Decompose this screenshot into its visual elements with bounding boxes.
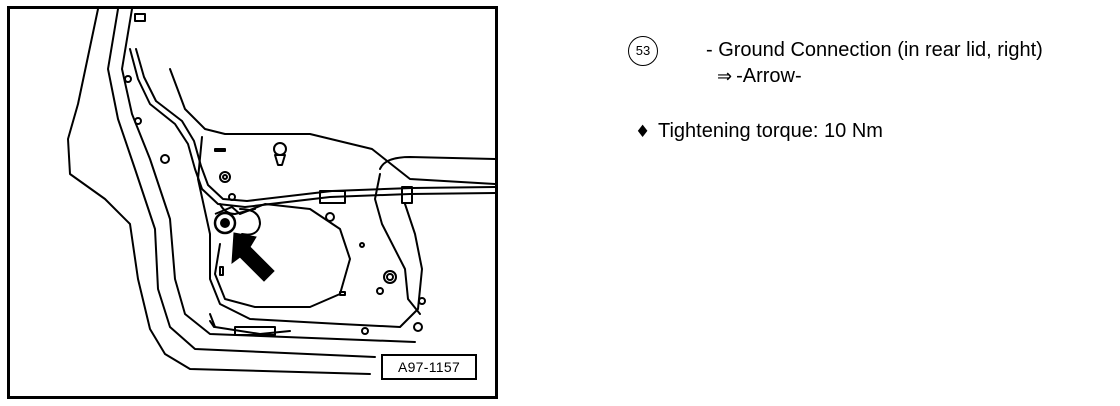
pointer-arrow — [231, 232, 275, 282]
diamond-bullet-icon: ♦ — [635, 122, 651, 142]
double-arrow-right-icon: ⇒ — [717, 66, 733, 87]
figure-reference-label: A97-1157 — [381, 354, 477, 380]
wiring-harness — [129, 48, 495, 208]
rear-lid-drawing — [67, 9, 495, 375]
torque-note: ♦ Tightening torque: 10 Nm — [628, 119, 1108, 145]
diagram-figure: A97-1157 — [7, 6, 498, 399]
lid-outer-edge — [67, 9, 371, 375]
legend: 53 - Ground Connection (in rear lid, rig… — [628, 36, 1108, 145]
inner-panel — [169, 68, 495, 185]
item-reference: ⇒-Arrow- — [717, 64, 802, 89]
legend-item: 53 - Ground Connection (in rear lid, rig… — [628, 36, 1108, 90]
ground-bolt — [213, 205, 241, 235]
lid-inner-edge — [107, 9, 376, 358]
item-reference-text: -Arrow- — [736, 65, 802, 87]
item-number-badge: 53 — [628, 36, 658, 66]
torque-note-text: Tightening torque: 10 Nm — [658, 120, 883, 142]
item-description: - Ground Connection (in rear lid, right) — [706, 39, 1043, 61]
